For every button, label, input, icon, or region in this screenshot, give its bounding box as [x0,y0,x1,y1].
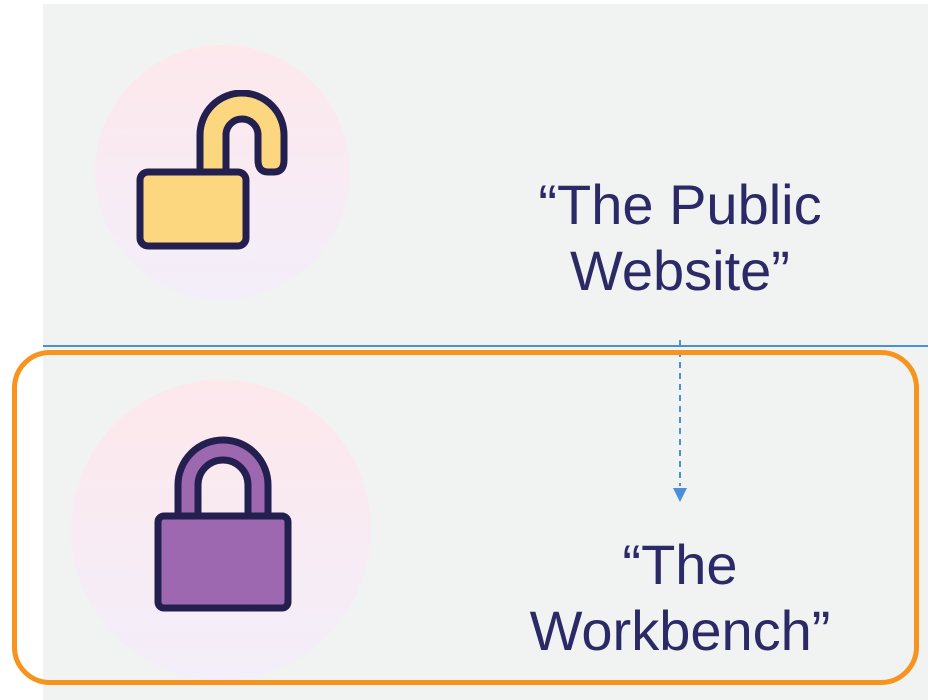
workbench-label-line1: “The [622,533,738,596]
workbench-label: “The Workbench” [470,532,890,664]
public-website-label: “The Public Website” [470,172,890,304]
public-website-label-line2: Website” [570,239,790,302]
section-divider [43,345,928,347]
locked-padlock-icon [154,436,292,612]
workbench-highlight-frame [12,350,919,685]
workbench-label-line2: Workbench” [529,599,831,662]
unlocked-padlock-icon [136,90,288,250]
transition-arrow [673,340,687,502]
public-website-label-line1: “The Public [538,173,822,236]
